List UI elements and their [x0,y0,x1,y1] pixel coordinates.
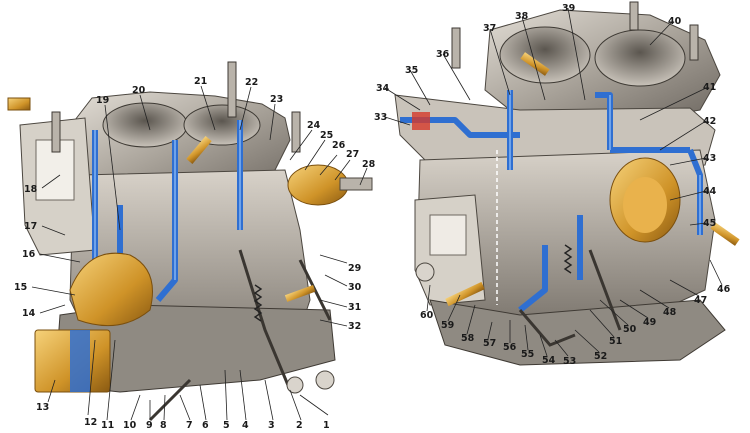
callout-50: 50 [623,324,637,335]
callout-49: 49 [643,317,656,328]
callout-57: 57 [483,338,496,349]
callout-47: 47 [694,295,707,306]
callout-8: 8 [160,420,167,431]
callout-34: 34 [376,83,390,94]
left-fuel-inlet [7,97,31,111]
right-linkage [518,249,622,347]
right-carburetor-view [394,1,740,366]
callout-2: 2 [296,420,303,431]
callout-3: 3 [268,420,275,431]
right-leader-lines [384,7,723,357]
left-vacuum-unit [287,164,349,206]
callout-1: 1 [323,420,330,431]
callout-42: 42 [703,116,716,127]
callout-19: 19 [96,95,109,106]
callout-26: 26 [332,140,346,151]
callout-28: 28 [362,159,376,170]
callout-13: 13 [36,402,49,413]
callout-35: 35 [405,65,418,76]
callout-16: 16 [22,249,36,260]
callout-29: 29 [348,263,361,274]
callout-37: 37 [483,23,496,34]
right-bore-primary [499,26,591,84]
left-accel-pump-cover [69,252,153,327]
callout-59: 59 [441,320,454,331]
callout-39: 39 [562,3,575,14]
callout-56: 56 [503,342,517,353]
callout-31: 31 [348,302,361,313]
callout-4: 4 [242,420,249,431]
callout-24: 24 [307,120,321,131]
left-bore-secondary [183,104,261,146]
callout-46: 46 [717,284,731,295]
callout-11: 11 [101,420,114,431]
callout-7: 7 [186,420,193,431]
callout-33: 33 [374,112,387,123]
right-bore-secondary [594,29,686,87]
callout-12: 12 [84,417,97,428]
callout-51: 51 [609,336,622,347]
callout-22: 22 [245,77,258,88]
callout-5: 5 [223,420,230,431]
right-red-inlet [412,112,430,130]
left-return-spring [253,284,263,322]
callout-41: 41 [703,82,716,93]
callout-43: 43 [703,153,716,164]
callout-32: 32 [348,321,361,332]
left-callout-labels: 1 2 3 4 5 6 7 8 9 10 11 12 13 14 15 16 1… [14,76,376,431]
callout-38: 38 [515,11,529,22]
callout-54: 54 [542,355,556,366]
callout-60: 60 [420,310,434,321]
callout-45: 45 [703,218,716,229]
left-leader-lines [31,85,368,421]
right-studs [451,1,699,69]
callout-44: 44 [703,186,717,197]
callout-6: 6 [202,420,209,431]
callout-30: 30 [348,282,362,293]
right-callout-labels: 33 34 35 36 37 38 39 40 41 42 43 44 45 4… [374,3,731,367]
callout-23: 23 [270,94,283,105]
callout-21: 21 [194,76,207,87]
callout-52: 52 [594,351,607,362]
left-carburetor-view [7,61,373,422]
callout-55: 55 [521,349,534,360]
callout-14: 14 [22,308,36,319]
callout-58: 58 [461,333,475,344]
callout-25: 25 [320,130,333,141]
callout-17: 17 [24,221,37,232]
callout-53: 53 [563,356,576,367]
callout-10: 10 [123,420,137,431]
left-linkage [148,249,332,422]
callout-27: 27 [346,149,359,160]
callout-36: 36 [436,49,450,60]
callout-9: 9 [146,420,153,431]
callout-20: 20 [132,85,146,96]
callout-18: 18 [24,184,38,195]
callout-15: 15 [14,282,27,293]
callout-40: 40 [668,16,682,27]
callout-48: 48 [663,307,677,318]
